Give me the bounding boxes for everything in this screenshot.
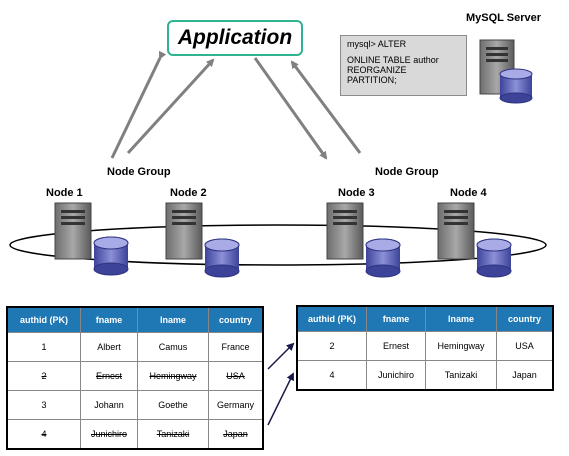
node-group-label: Node Group [375,166,439,178]
app-arrows [110,50,362,160]
table-cell: 4 [296,360,367,391]
table-cell: Ernest [80,361,138,391]
sql-line: REORGANIZE [347,65,407,75]
table-cell: Goethe [137,390,209,420]
cluster-ring [9,224,547,266]
table-cell: 1 [6,332,81,362]
column-header: country [496,305,554,332]
sql-command-box: mysql> ALTER ONLINE TABLE author REORGAN… [340,35,467,96]
table-cell: Johann [80,390,138,420]
server-node-3 [326,202,401,278]
table-cell: 2 [6,361,81,391]
table-row: 1 Albert Camus France [6,332,264,362]
arrow-row2-migrate [267,342,295,370]
table-cell: Hemingway [137,361,209,391]
column-header: fname [80,306,138,333]
sql-line: mysql> ALTER [347,39,407,49]
node-group-label: Node Group [107,166,171,178]
node-label: Node 3 [338,187,375,199]
table-cell: Junichiro [366,360,426,391]
mysql-server-icon [479,39,533,104]
arrow-app-to-group2 [253,57,328,160]
author-table-reorganized: authid (PK) fname lname country 2 Ernest… [296,305,554,391]
table-cell: Junichiro [80,419,138,450]
mysql-server-title: MySQL Server [466,12,542,24]
column-header: lname [137,306,209,333]
migration-arrows [267,342,295,426]
node-label: Node 1 [46,187,83,199]
author-table-original: authid (PK) fname lname country 1 Albert… [6,306,264,450]
table-cell: Tanizaki [137,419,209,450]
node-label: Node 4 [450,187,487,199]
table-cell: 2 [296,331,367,361]
arrow-group2-to-app [290,60,362,154]
server-node-2 [165,202,240,278]
table-cell: Tanizaki [425,360,497,391]
table-cell: USA [496,331,554,361]
table-row: 4 Junichiro Tanizaki Japan [296,360,554,391]
table-row: 2 Ernest Hemingway USA [296,331,554,361]
server-node-4 [437,202,512,278]
table-cell: 4 [6,419,81,450]
arrow-group1-to-app [126,58,215,155]
table-cell: Albert [80,332,138,362]
column-header: authid (PK) [296,305,367,332]
table-cell: France [208,332,264,362]
column-header: fname [366,305,426,332]
table-cell: Hemingway [425,331,497,361]
table-cell: Ernest [366,331,426,361]
table-cell: Japan [208,419,264,450]
table-cell: USA [208,361,264,391]
column-header: lname [425,305,497,332]
table-row-struck: 2 Ernest Hemingway USA [6,361,264,391]
table-cell: Germany [208,390,264,420]
node-label: Node 2 [170,187,207,199]
table-row: 3 Johann Goethe Germany [6,390,264,420]
application-box: Application [167,20,303,56]
sql-line: PARTITION; [347,75,397,85]
column-header: country [208,306,264,333]
server-node-1 [54,202,129,276]
table-row-struck: 4 Junichiro Tanizaki Japan [6,419,264,450]
table-cell: Camus [137,332,209,362]
column-header: authid (PK) [6,306,81,333]
arrow-app-to-group1-a [110,50,167,159]
table-cell: 3 [6,390,81,420]
sql-line: ONLINE TABLE author [347,55,439,65]
arrow-row4-migrate [267,372,294,426]
table-cell: Japan [496,360,554,391]
